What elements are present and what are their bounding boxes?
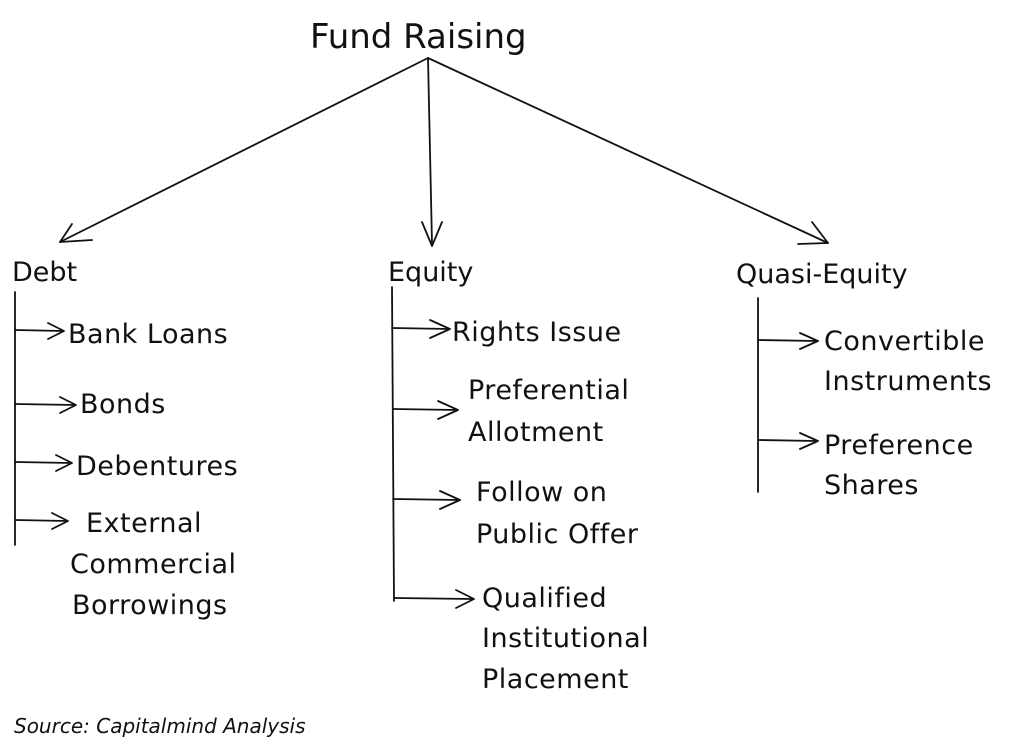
- equity-trunk-line: [391, 286, 395, 602]
- arrowhead-debt: [59, 223, 93, 243]
- connector-to-debt: [59, 57, 429, 243]
- quasi-equity-item-preference-line-1: Preference: [824, 430, 974, 461]
- equity-item-fpo-line-2: Public Offer: [476, 519, 639, 550]
- branch-label-debt: Debt: [12, 257, 77, 288]
- debt-arrow-2: [14, 396, 77, 414]
- debt-item-debentures: Debentures: [76, 451, 238, 482]
- quasi-equity-branch-lines: [757, 297, 819, 493]
- diagram-title: Fund Raising: [310, 17, 527, 57]
- branch-label-equity: Equity: [388, 257, 473, 288]
- equity-arrow-4: [393, 589, 475, 609]
- equity-item-preferential-line-2: Allotment: [468, 417, 604, 448]
- equity-item-qip-line-1: Qualified: [482, 583, 607, 614]
- debt-item-ecb-line-2: Commercial: [70, 549, 237, 580]
- debt-branch-lines: [14, 291, 77, 546]
- source-note: Source: Capitalmind Analysis: [14, 714, 306, 738]
- quasi-equity-item-convertible-line-2: Instruments: [824, 366, 992, 397]
- debt-arrow-3: [14, 454, 73, 472]
- equity-arrow-1: [391, 319, 451, 339]
- branch-label-quasi-equity: Quasi-Equity: [736, 259, 908, 290]
- connector-to-quasi-equity: [427, 57, 829, 244]
- equity-item-rights-issue: Rights Issue: [452, 317, 622, 348]
- equity-item-qip-line-3: Placement: [482, 664, 629, 695]
- equity-arrow-2: [392, 400, 459, 420]
- quasi-equity-arrow-2: [757, 432, 819, 450]
- debt-arrow-1: [14, 322, 65, 340]
- equity-item-fpo-line-1: Follow on: [476, 477, 607, 508]
- arrowhead-quasi-equity: [797, 221, 829, 245]
- equity-arrow-3: [392, 490, 461, 510]
- connector-to-equity: [427, 57, 433, 245]
- debt-item-bank-loans: Bank Loans: [68, 319, 228, 350]
- equity-item-preferential-line-1: Preferential: [468, 375, 629, 406]
- debt-arrow-4: [14, 512, 69, 530]
- quasi-equity-arrow-1: [757, 332, 819, 350]
- root-connectors: [59, 57, 829, 247]
- quasi-equity-item-preference-line-2: Shares: [824, 470, 919, 501]
- equity-branch-lines: [391, 286, 475, 609]
- debt-item-ecb-line-3: Borrowings: [72, 590, 228, 621]
- debt-item-ecb-line-1: External: [86, 508, 202, 539]
- arrowhead-equity: [421, 221, 443, 247]
- quasi-equity-item-convertible-line-1: Convertible: [824, 326, 985, 357]
- equity-item-qip-line-2: Institutional: [482, 623, 649, 654]
- debt-item-bonds: Bonds: [80, 389, 166, 420]
